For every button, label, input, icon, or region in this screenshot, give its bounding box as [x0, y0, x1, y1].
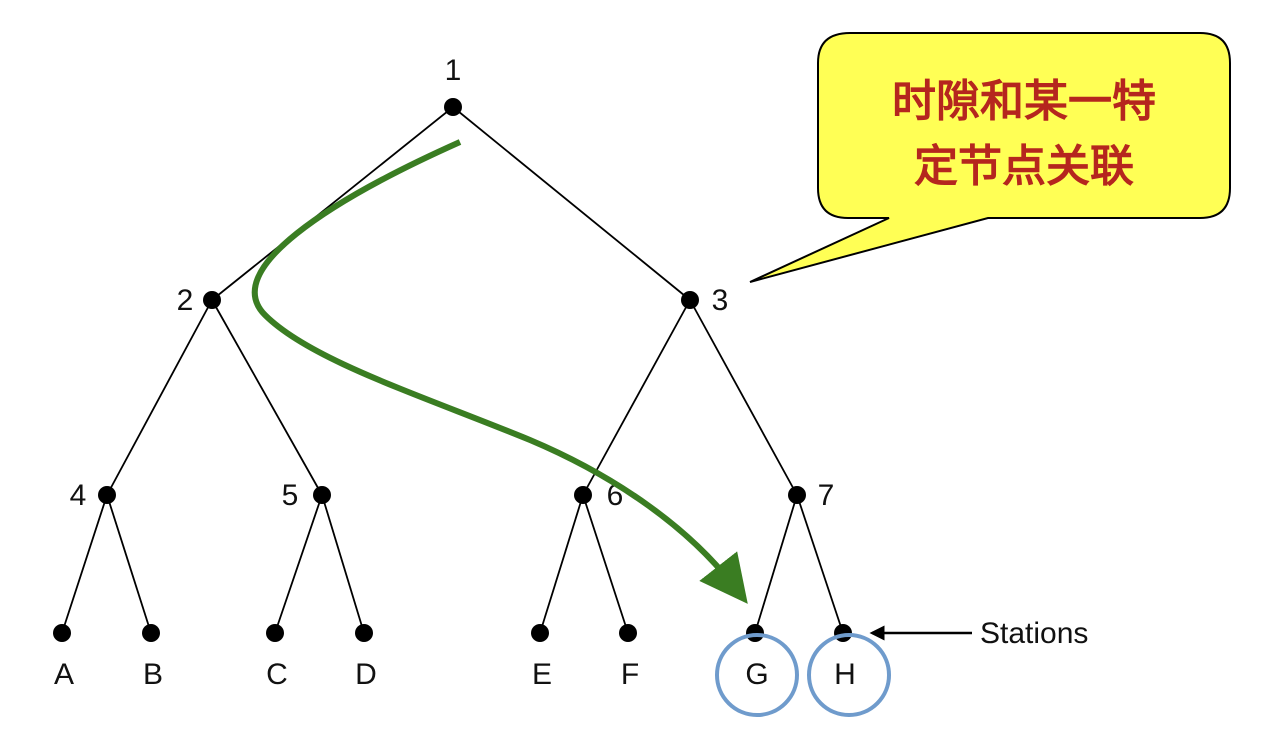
tree-edge — [211, 106, 454, 301]
tree-node-6 — [574, 486, 592, 504]
station-node-a — [53, 624, 71, 642]
station-label: F — [621, 658, 639, 691]
station-label: G — [745, 658, 768, 691]
callout-line-2: 定节点关联 — [914, 141, 1134, 192]
tree-edge — [582, 494, 629, 634]
station-node-b — [142, 624, 160, 642]
station-node-e — [531, 624, 549, 642]
station-label: H — [834, 658, 856, 691]
node-label: 5 — [282, 479, 299, 512]
tree-node-3 — [681, 291, 699, 309]
station-label: E — [532, 658, 552, 691]
station-h-highlight-circle — [807, 633, 891, 717]
slot-path-arrow — [251, 139, 748, 604]
node-label: 4 — [70, 479, 87, 512]
tree-edge — [689, 299, 798, 496]
station-node-g — [746, 624, 764, 642]
stations-label: Stations — [980, 617, 1088, 650]
station-label: D — [355, 658, 377, 691]
node-label: 2 — [177, 284, 194, 317]
callout-bubble: 时隙和某一特 定节点关联 — [749, 32, 1231, 283]
tree-edge — [796, 494, 844, 634]
node-label: 1 — [445, 54, 462, 87]
tree-edge — [106, 494, 152, 634]
station-label: C — [266, 658, 288, 691]
node-label: 3 — [712, 284, 729, 317]
tree-edge — [582, 299, 691, 496]
station-node-h — [834, 624, 852, 642]
tree-edge — [539, 494, 584, 634]
tree-edge — [211, 299, 323, 496]
station-node-c — [266, 624, 284, 642]
tree-edge — [106, 299, 213, 496]
tree-node-5 — [313, 486, 331, 504]
tree-edges — [61, 106, 844, 634]
tree-edge — [61, 494, 108, 634]
station-node-d — [355, 624, 373, 642]
tree-edge — [321, 494, 365, 634]
tree-node-4 — [98, 486, 116, 504]
station-label: B — [143, 658, 163, 691]
tree-node-7 — [788, 486, 806, 504]
tree-edge — [452, 106, 691, 301]
node-label: 7 — [818, 479, 835, 512]
tree-node-2 — [203, 291, 221, 309]
callout-line-1: 时隙和某一特 — [892, 76, 1156, 127]
station-label: A — [54, 658, 74, 691]
tree-edge — [274, 494, 323, 634]
tree-edge — [754, 494, 798, 634]
station-g-highlight-circle — [715, 633, 799, 717]
station-node-f — [619, 624, 637, 642]
tree-node-1 — [444, 98, 462, 116]
